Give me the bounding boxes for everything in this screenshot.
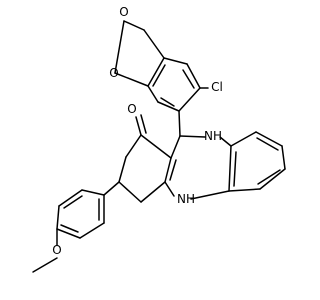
bond-lines	[32, 20, 286, 273]
atom-cl: Cl	[211, 80, 223, 94]
atom-o-ring2: O	[109, 66, 118, 80]
atom-o-ketone: O	[127, 102, 136, 116]
molecule-structure: O O Cl O NH NH O	[32, 5, 286, 273]
atom-o-methoxy: O	[52, 243, 61, 257]
atom-labels: O O Cl O NH NH O	[52, 5, 223, 257]
atom-o-ring1: O	[119, 5, 128, 19]
atom-nh-bottom: NH	[177, 192, 195, 206]
atom-nh-top: NH	[204, 129, 222, 143]
